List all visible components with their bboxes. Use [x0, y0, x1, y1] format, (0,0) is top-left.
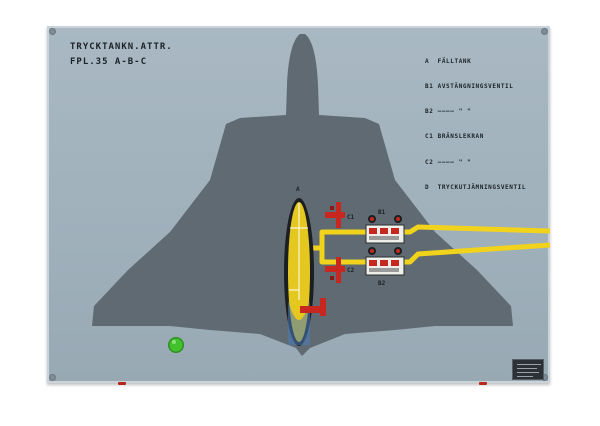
- legend-item: C1 BRÄNSLEKRAN: [425, 133, 484, 141]
- valve-b1-label: B1: [378, 209, 386, 216]
- identification-plaque: [512, 359, 544, 380]
- drop-tank-a: [284, 198, 314, 346]
- fuel-tap-c1[interactable]: [325, 202, 345, 228]
- legend-item: B1 AVSTÄNGNINGSVENTIL: [425, 83, 514, 91]
- valve-b2-label: B2: [378, 280, 386, 287]
- board-title-line1: TRYCKTANKN.ATTR.: [70, 42, 173, 52]
- legend-item: C2 ———— " ": [425, 158, 472, 166]
- board-screw: [541, 28, 548, 35]
- pressure-relief-valve-d[interactable]: [300, 298, 326, 316]
- board-screw: [49, 28, 56, 35]
- board-foot: [118, 382, 126, 385]
- tap-c2-label: C2: [347, 267, 355, 274]
- tap-c1-label: C1: [347, 214, 355, 221]
- board-screw: [49, 374, 56, 381]
- legend-item: A FÄLLTANK: [425, 57, 472, 65]
- board-title-line2: FPL.35 A-B-C: [70, 57, 148, 67]
- shutoff-valve-b1[interactable]: [365, 215, 405, 244]
- legend-item: B2 ———— " ": [425, 108, 472, 116]
- fuel-tap-c2[interactable]: [325, 257, 345, 283]
- legend-item: D TRYCKUTJÄMNINGSVENTIL: [425, 183, 527, 191]
- board-title: TRYCKTANKN.ATTR. FPL.35 A-B-C: [70, 40, 173, 70]
- board-foot: [479, 382, 487, 385]
- shutoff-valve-b2[interactable]: [365, 247, 405, 276]
- component-legend: A FÄLLTANK B1 AVSTÄNGNINGSVENTIL B2 ————…: [425, 41, 526, 201]
- green-indicator-lamp-icon[interactable]: [168, 337, 184, 353]
- tank-a-label: A: [296, 186, 300, 193]
- aircraft-silhouette: [92, 34, 513, 356]
